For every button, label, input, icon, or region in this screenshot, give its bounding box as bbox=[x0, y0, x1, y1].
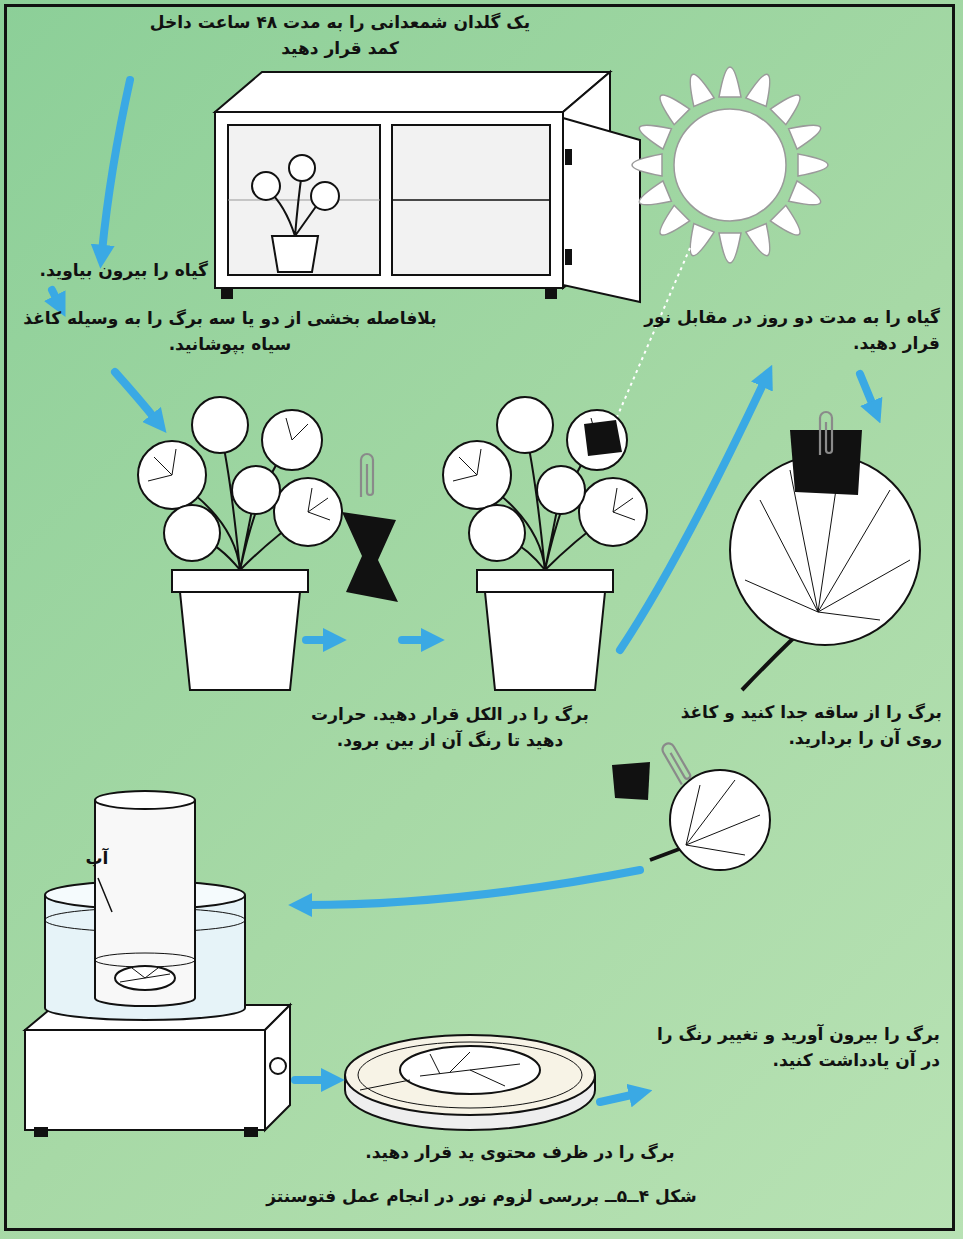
leaf bbox=[650, 770, 770, 870]
instruction-text: برگ را بیرون آورید و تغییر رنگ را در آن … bbox=[645, 1022, 940, 1073]
iodine-dish bbox=[345, 1035, 595, 1130]
cabinet bbox=[215, 72, 640, 302]
step-arrows bbox=[52, 80, 874, 1102]
instruction-text: یک گلدان شمعدانی را به مدت ۴۸ ساعت داخل … bbox=[140, 10, 540, 61]
geranium-plant bbox=[138, 397, 342, 690]
removed-paper bbox=[612, 762, 650, 800]
instruction-text: برگ را در الکل قرار دهید. حرارت دهید تا … bbox=[292, 702, 608, 753]
instruction-text: برگ را از ساقه جدا کنید و کاغذ روی آن را… bbox=[680, 700, 942, 751]
covered-leaf-paper bbox=[584, 420, 622, 456]
instruction-text: گیاه را بیرون بیاوید. bbox=[18, 258, 208, 284]
instruction-text: گیاه را به مدت دو روز در مقابل نور قرار … bbox=[640, 305, 940, 356]
detached-leaf bbox=[730, 430, 920, 690]
black-paper bbox=[342, 512, 398, 602]
water-leader bbox=[98, 878, 112, 912]
figure-caption: شکل ۴ــ۵ــ بررسی لزوم نور در انجام عمل ف… bbox=[90, 1184, 873, 1210]
water-bath-heater bbox=[25, 791, 290, 1136]
part-label: آب bbox=[72, 846, 122, 872]
instruction-text: بلافاصله بخشی از دو یا سه برگ را به وسیل… bbox=[15, 306, 445, 357]
instruction-text: برگ را در ظرف محتوی ید قرار دهید. bbox=[320, 1140, 720, 1166]
sun bbox=[632, 67, 828, 263]
light-rays bbox=[614, 248, 690, 424]
